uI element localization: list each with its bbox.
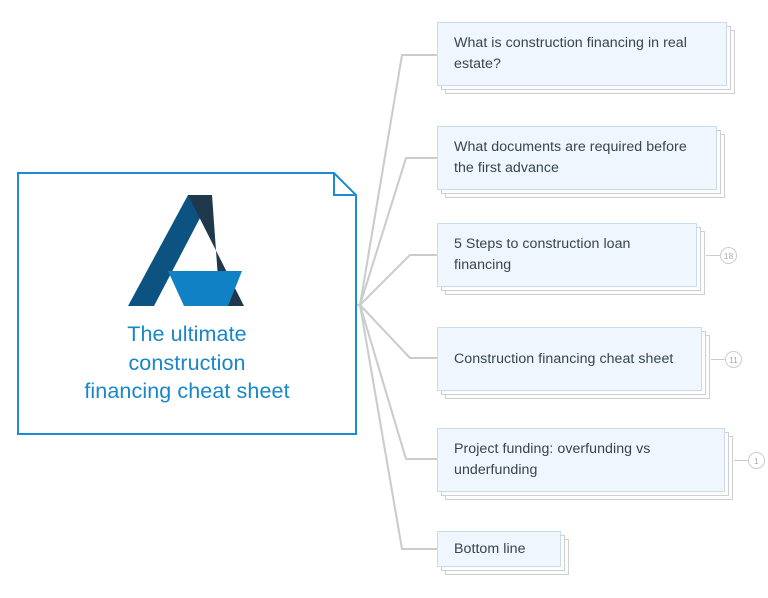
branch-label: Bottom line [454, 540, 526, 557]
branch-label: 5 Steps to construction loan financing [454, 236, 631, 273]
connector-5 [357, 303, 437, 461]
connector-1 [357, 53, 437, 307]
card-face: 5 Steps to construction loan financing [437, 223, 697, 287]
branch-count-badge[interactable]: 1 [748, 451, 765, 469]
branch-node-1[interactable]: What is construction financing in real e… [437, 22, 735, 94]
branch-count-badge[interactable]: 18 [720, 246, 737, 264]
card-face: Bottom line [437, 531, 561, 567]
triangle-a-logo [128, 195, 244, 306]
logo-wrap [17, 188, 357, 313]
connector-3 [357, 253, 437, 307]
central-title-line-3: financing cheat sheet [84, 379, 290, 403]
branch-count-badge[interactable]: 11 [725, 350, 742, 368]
connector-2 [357, 156, 437, 307]
branch-label: Project funding: overfunding vs underfun… [454, 441, 651, 478]
central-node[interactable]: The ultimate construction financing chea… [17, 172, 357, 435]
branch-label: What documents are required before the f… [454, 139, 687, 176]
branch-node-4[interactable]: Construction financing cheat sheet 11 [437, 327, 742, 399]
branch-label: What is construction financing in real e… [454, 35, 687, 72]
branch-node-5[interactable]: Project funding: overfunding vs underfun… [437, 428, 765, 500]
card-face: What documents are required before the f… [437, 126, 717, 190]
central-node-title: The ultimate construction financing chea… [35, 320, 339, 406]
connector-4 [357, 303, 437, 360]
badge-stem [711, 359, 726, 360]
branch-node-6[interactable]: Bottom line [437, 531, 569, 575]
branch-node-3[interactable]: 5 Steps to construction loan financing 1… [437, 223, 737, 295]
card-face: Project funding: overfunding vs underfun… [437, 428, 725, 492]
connector-6 [357, 303, 437, 551]
branch-node-2[interactable]: What documents are required before the f… [437, 126, 725, 198]
branch-label: Construction financing cheat sheet [454, 350, 674, 367]
central-title-line-2: construction [128, 350, 246, 375]
central-title-line-1: The ultimate [127, 322, 247, 346]
card-face: What is construction financing in real e… [437, 22, 727, 86]
card-face: Construction financing cheat sheet [437, 327, 702, 391]
badge-stem [706, 255, 721, 256]
badge-stem [734, 460, 749, 461]
